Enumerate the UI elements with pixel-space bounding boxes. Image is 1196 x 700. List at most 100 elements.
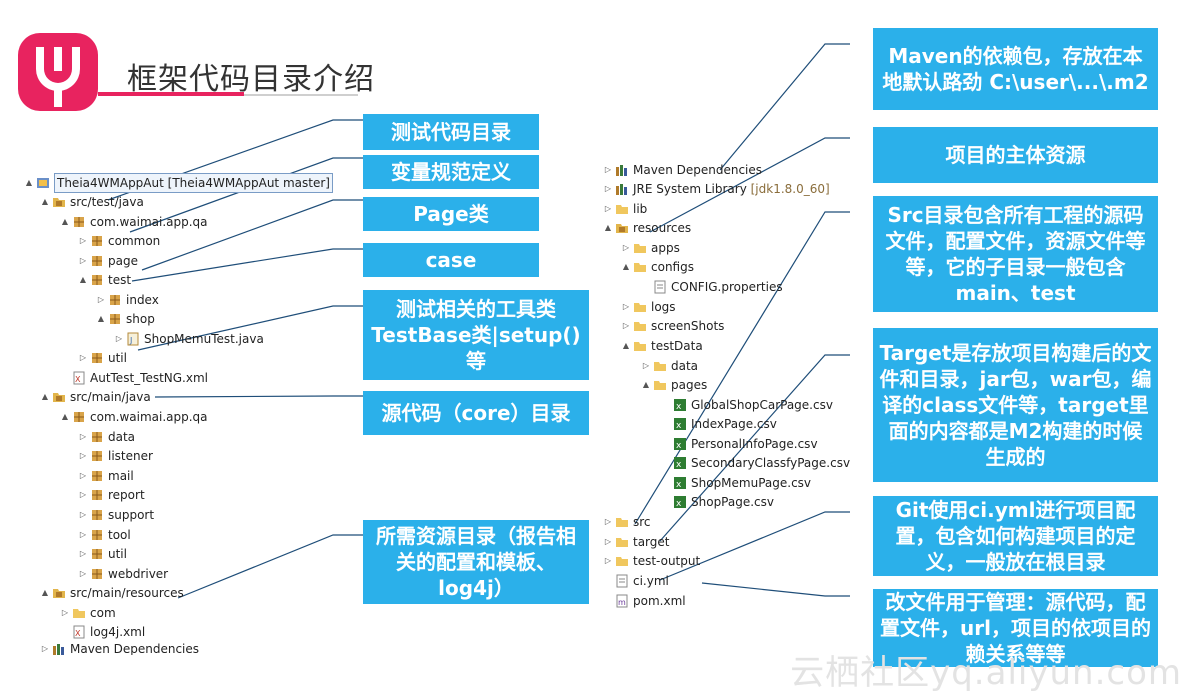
collapse-toggle[interactable]: ▲ bbox=[79, 275, 87, 284]
tree-node-package[interactable]: ▷ util bbox=[78, 545, 127, 563]
collapse-toggle[interactable]: ▲ bbox=[41, 588, 49, 597]
collapse-toggle[interactable]: ▲ bbox=[604, 223, 612, 232]
expand-toggle[interactable]: ▷ bbox=[79, 569, 87, 578]
collapse-toggle[interactable]: ▲ bbox=[25, 178, 33, 187]
expand-toggle[interactable]: ▷ bbox=[604, 184, 612, 193]
tree-node-folder[interactable]: ▷ test-output bbox=[603, 552, 700, 570]
tree-node-folder[interactable]: ▲ testData bbox=[621, 337, 703, 355]
tree-node-project[interactable]: ▲ Theia4WMAppAut [Theia4WMAppAut master] bbox=[24, 173, 333, 193]
tree-label: support bbox=[108, 508, 155, 522]
tree-node-package[interactable]: ▷ data bbox=[78, 428, 135, 446]
collapse-toggle[interactable]: ▲ bbox=[41, 392, 49, 401]
tree-label: ci.yml bbox=[633, 574, 669, 588]
tree-node-src-main-resources[interactable]: ▲ src/main/resources bbox=[40, 584, 184, 602]
expand-toggle[interactable]: ▷ bbox=[115, 334, 123, 343]
tree-node-folder[interactable]: ▷ src bbox=[603, 513, 651, 531]
tree-node-folder[interactable]: ▷ target bbox=[603, 533, 670, 551]
collapse-toggle[interactable]: ▲ bbox=[622, 262, 630, 271]
expand-toggle[interactable]: ▷ bbox=[622, 243, 630, 252]
tree-node-csv-file[interactable]: x SecondaryClassfyPage.csv bbox=[661, 454, 850, 472]
tree-label: common bbox=[108, 234, 161, 248]
tree-node-csv-file[interactable]: x GlobalShopCarPage.csv bbox=[661, 396, 833, 414]
tree-node-library[interactable]: ▷ JRE System Library [jdk1.8.0_60] bbox=[603, 180, 830, 198]
expand-toggle[interactable]: ▷ bbox=[604, 165, 612, 174]
tree-node-folder[interactable]: ▲ resources bbox=[603, 219, 691, 237]
collapse-toggle[interactable]: ▲ bbox=[61, 217, 69, 226]
tree-node-csv-file[interactable]: x ShopMemuPage.csv bbox=[661, 474, 811, 492]
tree-node-folder[interactable]: ▲ pages bbox=[641, 376, 707, 394]
callout-maven-deps: Maven的依赖包，存放在本地默认路劲 C:\user\...\.m2 bbox=[873, 28, 1158, 110]
tree-node-package[interactable]: ▷ support bbox=[78, 506, 154, 524]
expand-toggle[interactable]: ▷ bbox=[79, 256, 87, 265]
collapse-toggle[interactable]: ▲ bbox=[97, 314, 105, 323]
svg-text:J: J bbox=[129, 336, 132, 345]
tree-node-package[interactable]: ▷ util bbox=[78, 349, 127, 367]
collapse-toggle[interactable]: ▲ bbox=[642, 380, 650, 389]
collapse-toggle[interactable]: ▲ bbox=[61, 412, 69, 421]
tree-node-java-file[interactable]: ▷ J ShopMemuTest.java bbox=[114, 330, 264, 348]
expand-toggle[interactable]: ▷ bbox=[622, 302, 630, 311]
tree-node-package[interactable]: ▷ report bbox=[78, 486, 145, 504]
tree-node-folder[interactable]: ▷ screenShots bbox=[621, 317, 725, 335]
package-icon bbox=[74, 412, 84, 422]
tree-node-package[interactable]: ▲ shop bbox=[96, 310, 155, 328]
tree-node-package[interactable]: ▲ test bbox=[78, 271, 131, 289]
tree-label: webdriver bbox=[108, 567, 169, 581]
tree-node-package[interactable]: ▷ webdriver bbox=[78, 565, 168, 583]
expand-toggle[interactable]: ▷ bbox=[604, 556, 612, 565]
expand-toggle[interactable]: ▷ bbox=[642, 361, 650, 370]
tree-node-package[interactable]: ▲ com.waimai.app.qa bbox=[60, 213, 208, 231]
expand-toggle[interactable]: ▷ bbox=[41, 644, 49, 653]
excel-file-icon: x bbox=[674, 399, 686, 412]
tree-node-package[interactable]: ▷ index bbox=[96, 291, 159, 309]
tree-label: testData bbox=[651, 339, 703, 353]
expand-toggle[interactable]: ▷ bbox=[97, 295, 105, 304]
tree-node-xml-file[interactable]: m pom.xml bbox=[603, 592, 686, 610]
tree-node-package[interactable]: ▷ listener bbox=[78, 447, 153, 465]
expand-toggle[interactable]: ▷ bbox=[604, 517, 612, 526]
tree-node-csv-file[interactable]: x ShopPage.csv bbox=[661, 493, 774, 511]
expand-toggle[interactable]: ▷ bbox=[79, 353, 87, 362]
expand-toggle[interactable]: ▷ bbox=[604, 537, 612, 546]
tree-node-folder[interactable]: ▷ logs bbox=[621, 298, 676, 316]
expand-toggle[interactable]: ▷ bbox=[604, 204, 612, 213]
expand-toggle[interactable]: ▷ bbox=[79, 451, 87, 460]
expand-toggle[interactable]: ▷ bbox=[79, 530, 87, 539]
tree-label: src/main/java bbox=[70, 390, 151, 404]
tree-node-folder[interactable]: ▷ apps bbox=[621, 239, 680, 257]
tree-node-xml-file[interactable]: X AutTest_TestNG.xml bbox=[60, 369, 208, 387]
expand-toggle[interactable]: ▷ bbox=[79, 549, 87, 558]
expand-toggle[interactable]: ▷ bbox=[79, 471, 87, 480]
tree-node-package[interactable]: ▷ mail bbox=[78, 467, 134, 485]
folder-icon bbox=[634, 244, 646, 253]
collapse-toggle[interactable]: ▲ bbox=[622, 341, 630, 350]
tree-node-folder[interactable]: ▷ com bbox=[60, 604, 116, 622]
expand-toggle[interactable]: ▷ bbox=[61, 608, 69, 617]
tree-node-xml-file[interactable]: X log4j.xml bbox=[60, 623, 145, 641]
watermark: 云栖社区yq.aliyun.com bbox=[790, 653, 1182, 693]
tree-node-src-main-java[interactable]: ▲ src/main/java bbox=[40, 388, 151, 406]
svg-text:X: X bbox=[75, 629, 81, 638]
expand-toggle[interactable]: ▷ bbox=[622, 321, 630, 330]
tree-node-package[interactable]: ▷ page bbox=[78, 252, 138, 270]
tree-node-csv-file[interactable]: x IndexPage.csv bbox=[661, 415, 777, 433]
tree-node-src-test-java[interactable]: ▲ src/test/java bbox=[40, 193, 144, 211]
expand-toggle[interactable]: ▷ bbox=[79, 236, 87, 245]
tree-node-file[interactable]: ci.yml bbox=[603, 572, 669, 590]
tree-node-file[interactable]: CONFIG.properties bbox=[641, 278, 783, 296]
expand-toggle[interactable]: ▷ bbox=[79, 510, 87, 519]
tree-label: ShopPage.csv bbox=[691, 495, 774, 509]
tree-node-library[interactable]: ▷ Maven Dependencies bbox=[603, 161, 762, 179]
excel-file-icon: x bbox=[674, 418, 686, 431]
tree-node-package[interactable]: ▷ tool bbox=[78, 526, 131, 544]
tree-node-package[interactable]: ▲ com.waimai.app.qa bbox=[60, 408, 208, 426]
tree-node-library[interactable]: ▷ Maven Dependencies bbox=[40, 643, 199, 655]
expand-toggle[interactable]: ▷ bbox=[79, 432, 87, 441]
tree-node-package[interactable]: ▷ common bbox=[78, 232, 160, 250]
tree-node-folder[interactable]: ▲ configs bbox=[621, 258, 694, 276]
tree-node-folder[interactable]: ▷ lib bbox=[603, 200, 647, 218]
collapse-toggle[interactable]: ▲ bbox=[41, 197, 49, 206]
expand-toggle[interactable]: ▷ bbox=[79, 490, 87, 499]
tree-node-csv-file[interactable]: x PersonalInfoPage.csv bbox=[661, 435, 818, 453]
tree-node-folder[interactable]: ▷ data bbox=[641, 357, 698, 375]
